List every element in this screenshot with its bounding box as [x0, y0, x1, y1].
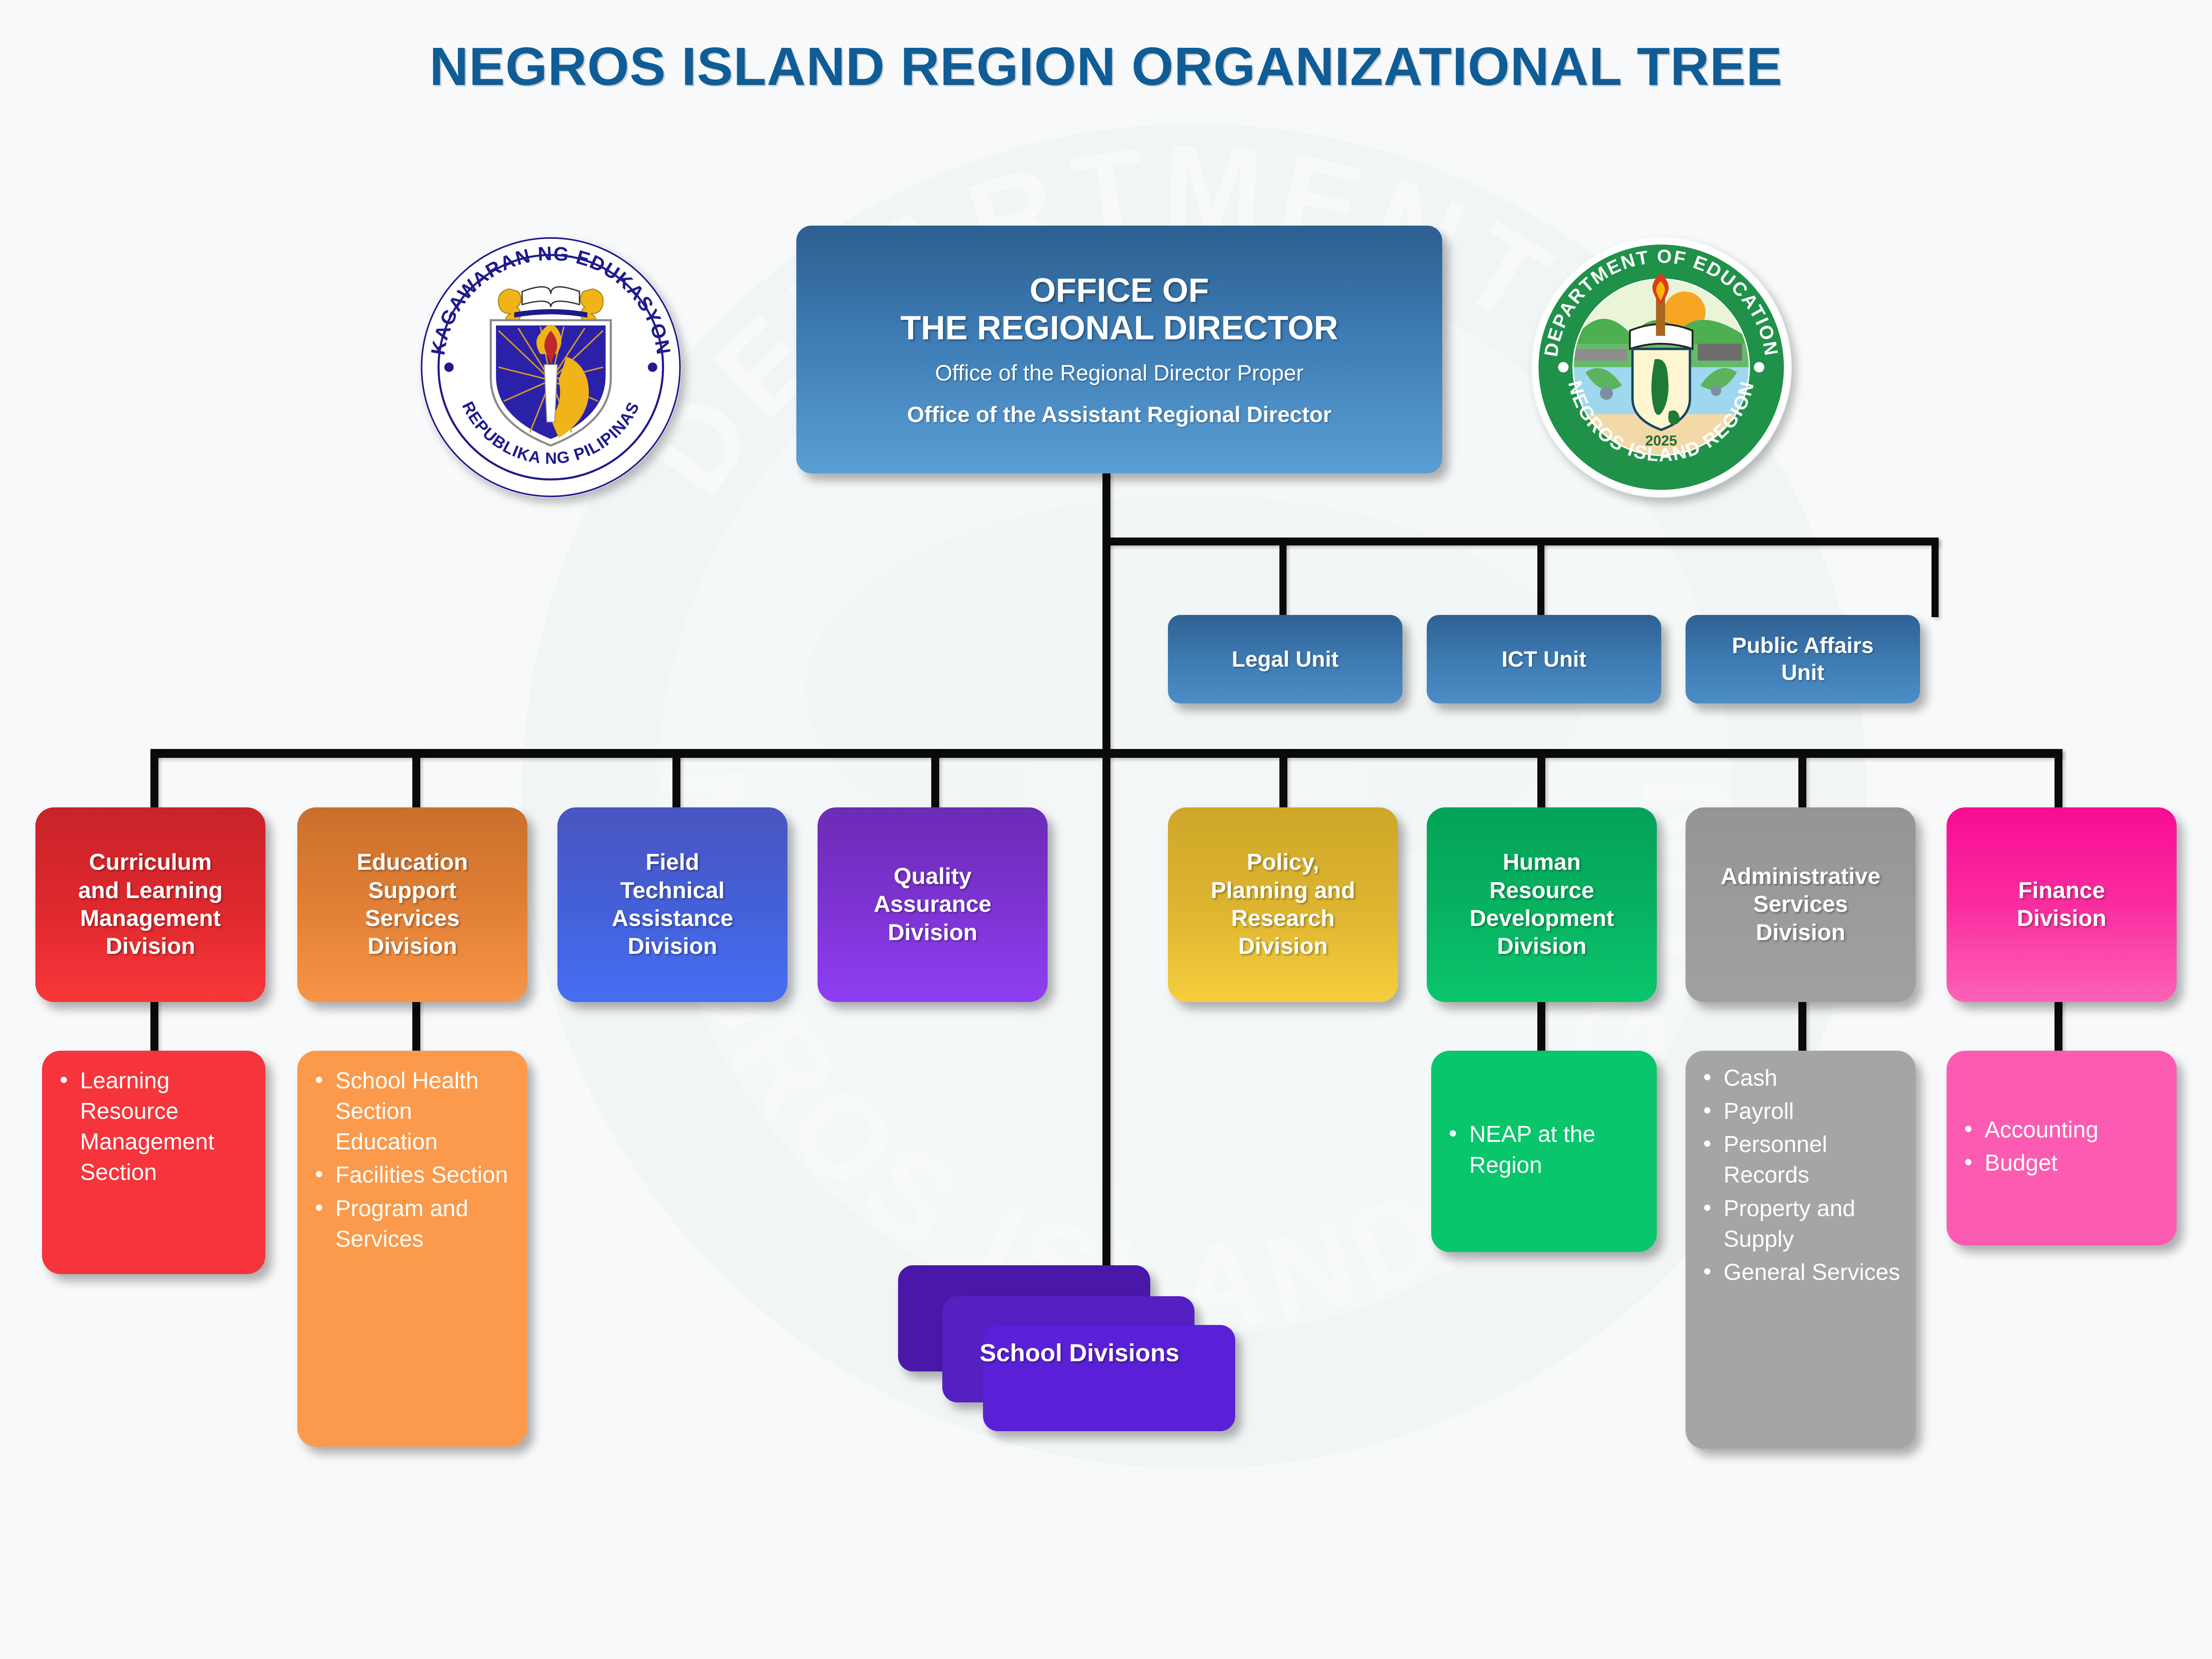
legal-unit-box[interactable]: Legal Unit: [1168, 615, 1402, 703]
public-affairs-unit-label-line1: Public Affairs: [1732, 633, 1874, 658]
list-item: General Services: [1699, 1256, 1901, 1288]
division-label-line: Division: [1238, 933, 1328, 960]
division-label-line: Division: [627, 933, 718, 960]
list-item: Budget: [1960, 1147, 2162, 1179]
division-box-policy-planning[interactable]: Policy, Planning and Research Division: [1168, 807, 1398, 1002]
head-title-line1: OFFICE OF: [1029, 271, 1209, 309]
connector-drop-quality-assurance: [931, 749, 939, 811]
connector-bar-divisions: [150, 749, 2062, 758]
deped-philippines-seal-icon: KAGAWARAN NG EDUKASYON REPUBLIKA NG PILI…: [421, 237, 681, 497]
division-label-line: Quality: [893, 863, 972, 889]
division-box-education-support[interactable]: Education Support Services Division: [297, 807, 527, 1002]
division-label-line: Division: [887, 919, 978, 945]
connector-sub-education-support: [412, 995, 420, 1053]
division-label-line: Division: [367, 933, 457, 960]
subsection-box-human-resource[interactable]: NEAP at the Region: [1431, 1051, 1657, 1252]
connector-sub-curriculum: [150, 995, 158, 1053]
division-box-quality-assurance[interactable]: Quality Assurance Division: [818, 807, 1048, 1002]
connector-drop-policy-planning: [1279, 749, 1287, 811]
connector-drop-curriculum: [150, 749, 158, 811]
connector-trunk-main: [1102, 471, 1110, 1281]
division-label-line: Development: [1469, 906, 1614, 931]
list-item: Program and Services: [311, 1193, 512, 1255]
division-label-line: Finance: [2018, 877, 2105, 903]
connector-drop-finance: [2055, 749, 2062, 811]
office-of-the-regional-director-box[interactable]: OFFICE OF THE REGIONAL DIRECTOR Office o…: [796, 226, 1442, 473]
division-label-line: Assistance: [611, 906, 733, 931]
list-item: Cash: [1699, 1062, 1901, 1094]
connector-drop-legal: [1279, 538, 1286, 617]
school-divisions-label: School Divisions: [979, 1339, 1179, 1367]
division-box-field-technical[interactable]: Field Technical Assistance Division: [557, 807, 787, 1002]
connector-sub-human-resource: [1537, 995, 1545, 1053]
connector-sub-finance: [2055, 995, 2062, 1053]
connector-drop-administrative: [1798, 749, 1806, 811]
list-item: School Health Section Education: [311, 1065, 512, 1157]
connector-drop-field-technical: [672, 749, 680, 811]
division-label-line: Field: [645, 849, 699, 876]
division-label-line: Resource: [1489, 877, 1594, 903]
connector-drop-human-resource: [1537, 749, 1545, 811]
division-label-line: Technical: [620, 877, 725, 903]
division-label-line: Curriculum: [89, 849, 212, 876]
division-label-line: Services: [1753, 891, 1848, 918]
ict-unit-label: ICT Unit: [1502, 646, 1586, 672]
subsection-box-education-support[interactable]: School Health Section Education Faciliti…: [297, 1051, 527, 1447]
division-label-line: Management: [80, 906, 221, 931]
division-label-line: Education: [357, 849, 468, 876]
list-item: Accounting: [1960, 1114, 2162, 1145]
division-box-human-resource[interactable]: Human Resource Development Division: [1427, 807, 1657, 1002]
head-subtitle-assistant-director: Office of the Assistant Regional Directo…: [907, 402, 1332, 427]
head-subtitle-director-proper: Office of the Regional Director Proper: [935, 361, 1304, 386]
list-item: Personnel Records: [1699, 1129, 1901, 1190]
connector-sub-administrative: [1798, 995, 1806, 1053]
head-title-line2: THE REGIONAL DIRECTOR: [900, 309, 1338, 347]
connector-bar-units: [1102, 538, 1939, 545]
list-item: Learning Resource Management Section: [55, 1065, 250, 1188]
page-title: NEGROS ISLAND REGION ORGANIZATIONAL TREE: [429, 36, 1783, 96]
list-item: Payroll: [1699, 1095, 1901, 1127]
public-affairs-unit-box[interactable]: Public Affairs Unit: [1686, 615, 1920, 703]
subsection-box-curriculum[interactable]: Learning Resource Management Section: [42, 1051, 265, 1274]
division-box-finance[interactable]: Finance Division: [1947, 807, 2177, 1002]
division-label-line: Human: [1502, 849, 1581, 876]
division-label-line: and Learning: [78, 877, 223, 903]
school-divisions-card-front[interactable]: [983, 1325, 1235, 1431]
division-box-administrative-services[interactable]: Administrative Services Division: [1686, 807, 1916, 1002]
ict-unit-box[interactable]: ICT Unit: [1427, 615, 1661, 703]
deped-negros-island-region-seal-icon: 2025 DEPARTMENT OF EDUCATION NEGROS ISLA…: [1532, 238, 1791, 497]
connector-drop-education-support: [412, 749, 420, 811]
connector-drop-ict: [1537, 538, 1544, 617]
division-label-line: Assurance: [874, 891, 991, 918]
division-label-line: Division: [2016, 906, 2107, 931]
division-label-line: Division: [1497, 933, 1587, 960]
division-label-line: Support: [368, 877, 457, 903]
division-box-curriculum[interactable]: Curriculum and Learning Management Divis…: [35, 807, 265, 1002]
division-label-line: Administrative: [1720, 863, 1881, 889]
list-item: Property and Supply: [1699, 1193, 1901, 1255]
subsection-box-administrative-services[interactable]: Cash Payroll Personnel Records Property …: [1686, 1051, 1916, 1449]
subsection-box-finance[interactable]: Accounting Budget: [1947, 1051, 2177, 1245]
legal-unit-label: Legal Unit: [1232, 646, 1339, 672]
division-label-line: Research: [1231, 906, 1335, 931]
division-label-line: Services: [365, 906, 460, 931]
division-label-line: Division: [1755, 919, 1846, 945]
list-item: Facilities Section: [311, 1159, 512, 1190]
division-label-line: Planning and: [1210, 877, 1356, 903]
division-label-line: Division: [105, 933, 196, 960]
public-affairs-unit-label-line2: Unit: [1781, 660, 1824, 685]
svg-text:2025: 2025: [1645, 433, 1677, 449]
division-label-line: Policy,: [1247, 849, 1319, 876]
connector-drop-public-affairs: [1932, 538, 1939, 617]
list-item: NEAP at the Region: [1444, 1118, 1642, 1180]
